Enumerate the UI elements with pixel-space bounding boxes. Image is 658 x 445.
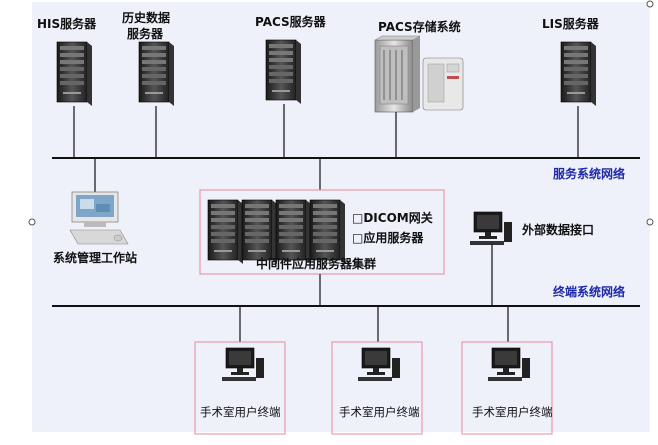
terminal-2: 手术室用户终端 [331, 341, 423, 435]
external-interface-label: 外部数据接口 [522, 222, 594, 237]
terminal-3: 手术室用户终端 [461, 341, 553, 435]
management-workstation-icon [69, 191, 129, 245]
terminal-2-label: 手术室用户终端 [339, 405, 420, 419]
workstation-label: 系统管理工作站 [53, 250, 137, 265]
resize-handle-top-right [646, 0, 654, 8]
history-server-label-line2: 服务器 [127, 26, 164, 41]
middleware-cluster-caption: 中间件应用服务器集群 [256, 256, 376, 271]
service-network-label: 服务系统网络 [553, 166, 625, 181]
terminal-network-label: 终端系统网络 [553, 284, 625, 299]
storage-cabinet-icon [374, 35, 421, 113]
storage-unit-icon [422, 57, 464, 111]
middleware-servers-icon [207, 199, 346, 265]
lis-server-label: LIS服务器 [542, 16, 600, 31]
resize-handle-left [28, 218, 36, 226]
his-server-label: HIS服务器 [37, 16, 97, 31]
terminal-3-label: 手术室用户终端 [472, 405, 553, 419]
terminal-1-label: 手术室用户终端 [200, 405, 281, 419]
middleware-cluster-box [199, 189, 445, 275]
pacs-storage-label: PACS存储系统 [378, 19, 461, 34]
lis-server-icon [560, 41, 597, 107]
terminal-2-box [331, 341, 423, 435]
history-server-icon [138, 41, 175, 107]
terminal-1: 手术室用户终端 [194, 341, 286, 435]
his-server-icon [56, 41, 93, 107]
app-server-label: □应用服务器 [352, 230, 424, 245]
terminal-3-box [461, 341, 553, 435]
history-server-label-line1: 历史数据 [122, 10, 170, 25]
terminal-1-box [194, 341, 286, 435]
pacs-server-icon [265, 39, 302, 105]
resize-handle-right [646, 218, 654, 226]
pacs-server-label: PACS服务器 [255, 14, 327, 29]
dicom-gateway-label: □DICOM网关 [352, 210, 433, 225]
